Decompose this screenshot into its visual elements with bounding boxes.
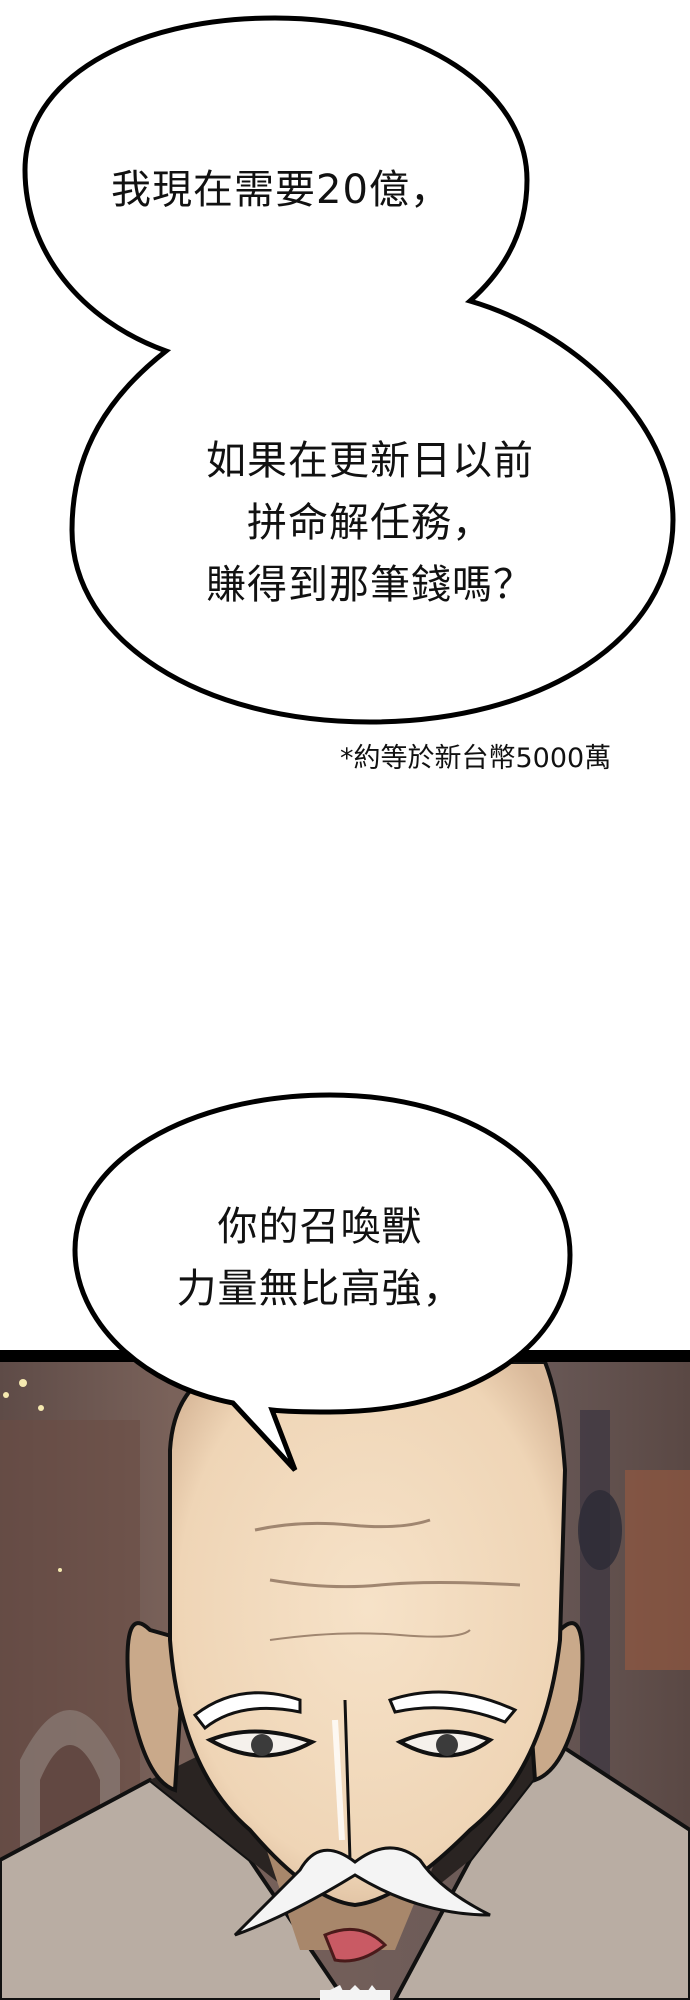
speech-line: 力量無比高強， xyxy=(176,1266,464,1312)
speech-line: 賺得到那筆錢嗎？ xyxy=(206,562,534,608)
speech-line: 你的召喚獸 xyxy=(217,1204,423,1250)
speech-text-need-money: 我現在需要20億， xyxy=(111,167,451,213)
speech-text-summon-strength: 你的召喚獸 力量無比高強， xyxy=(150,1196,490,1320)
speech-line: 如果在更新日以前 xyxy=(206,438,534,484)
speech-bubble-joined xyxy=(22,15,676,725)
translator-footnote: *約等於新台幣5000萬 xyxy=(340,743,612,774)
speech-text-question: 如果在更新日以前 拼命解任務， 賺得到那筆錢嗎？ xyxy=(160,430,580,616)
speech-line: 拼命解任務， xyxy=(247,500,493,546)
